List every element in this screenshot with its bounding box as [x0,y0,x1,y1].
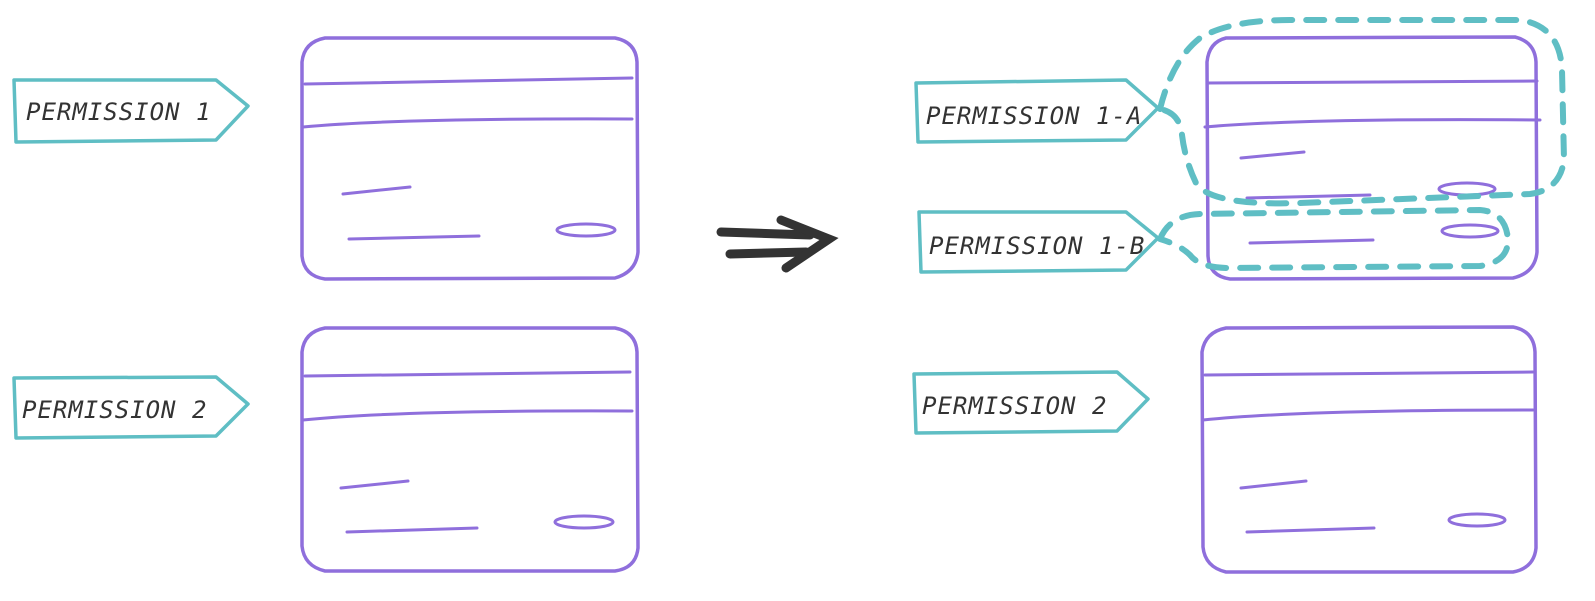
card-toggle [553,514,615,530]
card-divider [1205,79,1539,85]
tag-permission-2: PERMISSION 2 [12,375,250,440]
tag-shape [12,375,250,440]
tag-shape [917,210,1160,274]
tag-label: PERMISSION 2 [922,392,1107,420]
tag-label: PERMISSION 1-B [929,232,1145,260]
card-text-line [341,185,412,196]
card-text-line [1245,526,1376,534]
tag-label: PERMISSION 1-A [926,102,1142,130]
card-text-line [1248,238,1375,245]
scope-outline-permission-1-a [1157,17,1568,207]
card-outline [300,36,640,281]
card-text-line [345,526,479,534]
card-divider [303,76,634,86]
card-divider [1203,118,1542,129]
scope-outline-permission-1-b [1157,206,1512,272]
card-outline [1205,35,1539,281]
card-text-line [1239,479,1308,490]
card-divider [303,370,632,378]
card-text-line [347,234,481,241]
tag-shape [12,78,250,144]
card-after-2 [1200,325,1538,574]
tag-permission-2-after: PERMISSION 2 [912,370,1150,435]
card-toggle [1440,223,1500,239]
card-text-line [1245,193,1372,200]
card-divider [1201,408,1535,422]
tag-label: PERMISSION 2 [22,396,207,424]
card-divider [1203,370,1535,377]
card-after-1 [1203,35,1542,281]
double-arrow-right-icon [716,215,839,273]
tag-permission-1-a: PERMISSION 1-A [914,78,1160,144]
card-toggle [1447,512,1507,528]
tag-shape [912,370,1150,435]
card-outline [300,326,640,573]
card-outline [1200,325,1538,574]
card-divider [301,117,634,129]
card-text-line [1239,150,1306,160]
card-toggle [555,222,617,238]
tag-shape [914,78,1160,144]
card-before-2 [300,326,640,573]
tag-permission-1-b: PERMISSION 1-B [917,210,1160,274]
tag-permission-1: PERMISSION 1 [12,78,250,144]
tag-label: PERMISSION 1 [26,98,211,126]
card-before-1 [300,36,640,281]
card-divider [301,409,634,422]
card-text-line [339,479,410,490]
